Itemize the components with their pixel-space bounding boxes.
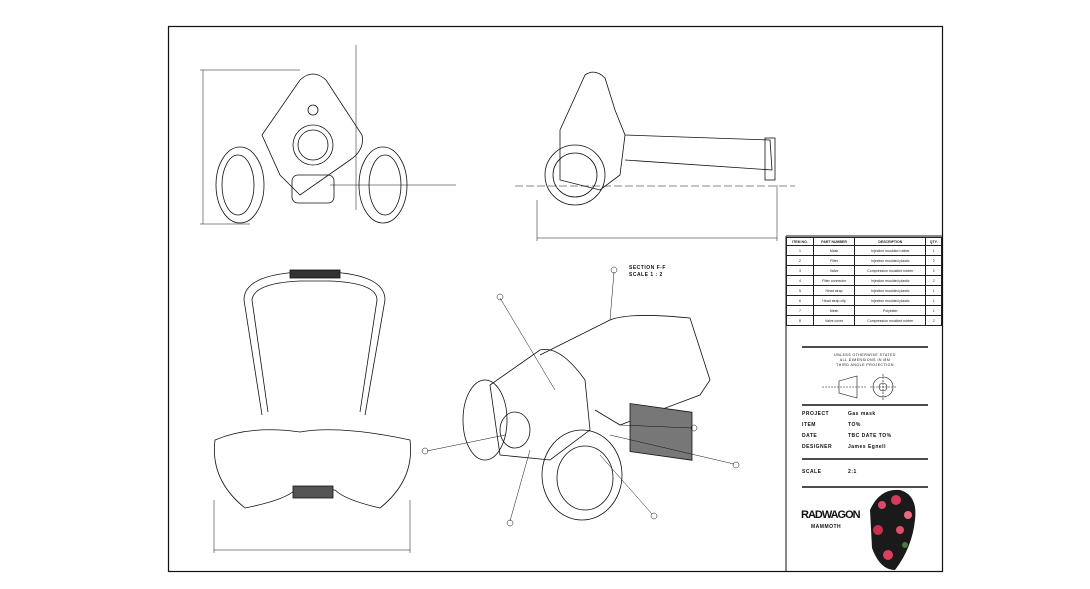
bom-cell: 2 [925, 255, 942, 266]
isometric-view [421, 266, 740, 527]
bom-cell: Compression moulded rubber [854, 315, 927, 326]
project-value: Gas mask [848, 411, 876, 417]
item-label: ITEM [802, 422, 816, 428]
project-label: PROJECT [802, 411, 830, 417]
bom-cell: Valve cover [812, 315, 856, 326]
bom-cell: 8 [786, 315, 814, 326]
bom-cell: 3 [786, 265, 814, 276]
bom-header: DESCRIPTION [854, 237, 927, 246]
bom-header-row: ITEM NO. PART NUMBER DESCRIPTION QTY. [786, 237, 942, 246]
bom-cell: Compression moulded rubber [854, 265, 927, 276]
bom-cell: 1 [925, 305, 942, 316]
bom-cell: Injection moulded plastic [854, 295, 927, 306]
bom-cell: Filter [812, 255, 856, 266]
bom-cell: 2 [925, 315, 942, 326]
bom-cell: 1 [925, 285, 942, 296]
bom-cell: Mesh [812, 305, 856, 316]
bom-cell: Injection moulded rubber [854, 245, 927, 256]
side-view [515, 71, 795, 241]
sheet-border [167, 25, 944, 573]
note-line: ALL DIMENSIONS IN MM [839, 358, 891, 362]
bom-cell: 2 [786, 255, 814, 266]
bom-cell: Mask [812, 245, 856, 256]
scale-label: SCALE [802, 469, 822, 475]
bom-cell: Head strap clip [812, 295, 856, 306]
logo-face-image [870, 489, 916, 570]
bom-cell: Injection moulded plastic [854, 255, 927, 266]
bom-cell: Polyester [854, 305, 927, 316]
top-view [213, 269, 411, 553]
bom-cell: Injection moulded plastic [854, 275, 927, 286]
logo-subtitle: MAMMOTH [811, 524, 842, 530]
designer-label: DESIGNER [802, 444, 833, 450]
bom-cell: 7 [786, 305, 814, 316]
bom-cell: 2 [925, 265, 942, 276]
section-scale-label: SCALE 1 : 2 [629, 272, 663, 278]
bom-cell: Head strap [812, 285, 856, 296]
designer-value: James Egnell [848, 444, 886, 450]
bom-cell: 4 [786, 275, 814, 286]
note-line: UNLESS OTHERWISE STATED [834, 353, 896, 357]
bom-cell: 6 [786, 295, 814, 306]
front-view [200, 45, 456, 225]
bom-cell: 2 [925, 275, 942, 286]
bom-cell: Filter connector [812, 275, 856, 286]
bom-cell: 1 [925, 245, 942, 256]
bom-header: ITEM NO. [786, 237, 814, 246]
projection-note: UNLESS OTHERWISE STATED ALL DIMENSIONS I… [800, 353, 930, 368]
item-value: TO% [848, 422, 861, 428]
date-label: DATE [802, 433, 818, 439]
scale-value: 2:1 [848, 469, 857, 475]
logo-title: RADWAGON [801, 509, 861, 521]
bom-cell: Injection moulded plastic [854, 285, 927, 296]
bom-cell: 5 [786, 285, 814, 296]
note-line: THIRD ANGLE PROJECTION [836, 363, 894, 367]
bom-cell: 1 [925, 295, 942, 306]
bom-header: QTY. [925, 237, 942, 246]
section-label: SECTION F-F [629, 265, 666, 271]
bom-header: PART NUMBER [812, 237, 856, 246]
bom-cell: Valve [812, 265, 856, 276]
date-value: TBC DATE TO% [848, 433, 892, 439]
bom-cell: 1 [786, 245, 814, 256]
projection-symbol [822, 374, 896, 400]
